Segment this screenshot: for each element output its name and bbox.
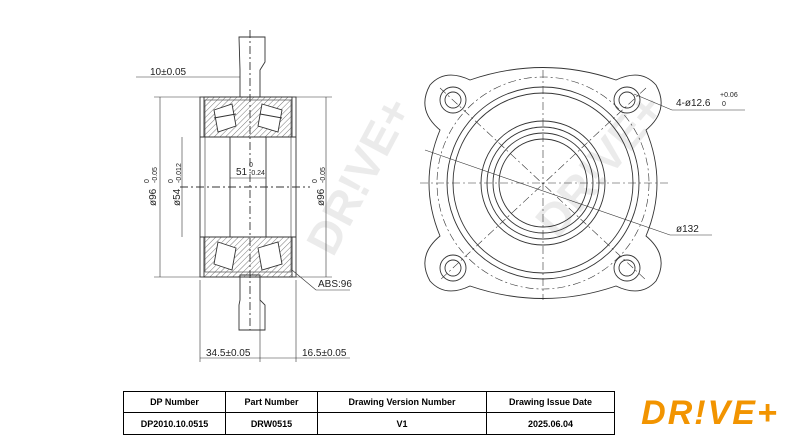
watermark-right: DR!VE+: [525, 83, 674, 247]
dia-132-label: ø132: [676, 224, 699, 235]
flange-outline: [424, 67, 662, 299]
bottom-roller-right: [257, 241, 283, 271]
dim-96-right-label: ø96 0 -0.05: [312, 167, 327, 206]
bolt-hole-tl: [444, 91, 462, 109]
top-roller-right-axis: [259, 113, 283, 119]
bolt-hole-tr-boss: [613, 86, 641, 114]
bolt-hole-bl-boss: [439, 254, 467, 282]
dia-132-leader: [424, 149, 671, 236]
value-part-number: DRW0515: [226, 413, 318, 434]
bolt-hole-br-boss: [613, 254, 641, 282]
title-block: DP Number Part Number Drawing Version Nu…: [123, 391, 615, 435]
header-part-number: Part Number: [226, 392, 318, 413]
svg-text:ø96: ø96: [316, 188, 327, 206]
top-stud: [238, 36, 266, 98]
svg-text:-0.24: -0.24: [249, 170, 265, 177]
bolt-hole-bl: [444, 259, 462, 277]
svg-text:0: 0: [722, 101, 726, 108]
bottom-stud: [238, 274, 266, 331]
svg-text:0: 0: [168, 179, 175, 183]
diag-centerline-2: [439, 87, 647, 281]
brand-logo: DR!VE+: [622, 392, 798, 434]
svg-text:ø96: ø96: [148, 188, 159, 206]
dim-10-label: 10±0.05: [150, 67, 187, 78]
svg-text:0: 0: [249, 162, 253, 169]
dim-96-left-label: ø96 0 -0.05: [144, 167, 159, 206]
abs-leader: [291, 269, 317, 291]
svg-text:ø54: ø54: [172, 188, 183, 206]
front-view: [420, 67, 745, 300]
dim-51-label: 51 0 -0.24: [236, 162, 265, 178]
svg-text:+0.06: +0.06: [720, 92, 738, 99]
dim-54-label: ø54 0 -0.012: [168, 163, 183, 206]
svg-text:0: 0: [312, 179, 319, 183]
section-view: [136, 30, 350, 362]
abs-label: ABS:96: [318, 279, 352, 290]
svg-text:-0.012: -0.012: [176, 163, 183, 183]
bolt-hole-tl-boss: [439, 86, 467, 114]
bottom-roller-left: [213, 241, 237, 271]
holes-label: 4-ø12.6 +0.06 0: [676, 92, 738, 109]
header-drawing-version: Drawing Version Number: [318, 392, 487, 413]
watermark-left: DR!VE+: [296, 88, 422, 262]
logo-text: DR!VE+: [641, 393, 779, 432]
holes-leader: [633, 93, 673, 111]
value-dp-number: DP2010.10.0515: [124, 413, 226, 434]
dim-34-5-label: 34.5±0.05: [206, 348, 251, 359]
svg-text:-0.05: -0.05: [152, 167, 159, 183]
top-roller-left-axis: [213, 113, 237, 119]
svg-text:-0.05: -0.05: [320, 167, 327, 183]
value-drawing-version: V1: [318, 413, 487, 434]
bolt-hole-tr: [618, 91, 636, 109]
dim-16-5-label: 16.5±0.05: [302, 348, 347, 359]
value-issue-date: 2025.06.04: [527, 418, 574, 429]
svg-text:4-ø12.6: 4-ø12.6: [676, 98, 711, 109]
svg-text:51: 51: [236, 167, 248, 178]
top-roller-right: [257, 103, 283, 133]
header-issue-date: Drawing Issue Date: [487, 392, 614, 413]
top-roller-left: [213, 103, 237, 133]
header-dp-number: DP Number: [124, 392, 226, 413]
svg-text:0: 0: [144, 179, 151, 183]
bolt-hole-br: [618, 259, 636, 277]
